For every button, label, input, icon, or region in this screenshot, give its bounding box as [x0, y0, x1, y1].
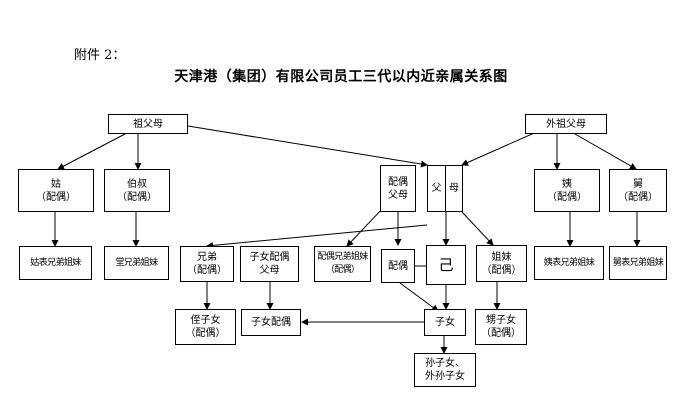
node-grandchildren-line2: 外孙子女 — [425, 371, 465, 382]
node-paternal-uncle: 伯叔 （配偶） — [104, 169, 170, 212]
chart-title: 天津港（集团）有限公司员工三代以内近亲属关系图 — [174, 69, 508, 85]
node-self: 己 — [426, 245, 466, 285]
arrow-parents-to-brothers — [206, 224, 428, 249]
node-maternal-uncle-cousins-label: 舅表兄弟姐妹 — [612, 257, 664, 268]
node-mother-label: 母 — [449, 183, 459, 194]
node-sisters-spouse: （配偶） — [481, 264, 522, 276]
arrow-maternal-grandparents-to-parents — [461, 129, 542, 166]
node-grandchildren: 孙子女、 外孙子女 — [414, 353, 476, 387]
node-brothers: 兄弟 （配偶） — [180, 246, 234, 282]
node-grandparents-label: 祖父母 — [133, 118, 163, 130]
arrow-spouse-parents-to-spouse-siblings — [346, 207, 384, 247]
node-father-label: 父 — [431, 183, 442, 194]
node-children-label: 子女 — [435, 317, 455, 328]
node-children-spouse-label: 子女配偶 — [251, 317, 291, 328]
node-paternal-aunt-cousins: 姑表兄弟姐妹 — [19, 246, 92, 280]
attachment-label: 附件 2： — [74, 48, 126, 63]
node-grandchildren-name: 孙子女、 — [425, 358, 465, 369]
node-nephews: 侄子女 （配偶） — [175, 309, 236, 345]
node-paternal-uncle-spouse: （配偶） — [117, 191, 157, 203]
node-maternal-grandparents: 外祖父母 — [525, 114, 607, 134]
node-children-spouse-parents: 子女配偶 父母 — [240, 246, 299, 282]
node-spouse: 配偶 — [381, 249, 415, 283]
node-paternal-aunt-name: 姑 — [51, 178, 61, 190]
arrow-grandparents-to-parents — [187, 125, 428, 168]
arrow-parents-to-sisters — [461, 211, 494, 246]
node-maternal-uncle-spouse: （配偶） — [618, 191, 658, 203]
node-brothers-spouse: （配偶） — [187, 265, 227, 276]
node-spouse-label: 配偶 — [388, 260, 408, 272]
node-sister-children: 甥子女 （配偶） — [475, 309, 527, 345]
node-nephews-name: 侄子女 — [190, 315, 221, 326]
node-spouse-parents-line2: 父母 — [388, 189, 408, 201]
node-self-label: 己 — [438, 255, 454, 274]
node-maternal-uncle-name: 舅 — [633, 178, 643, 190]
node-maternal-aunt-spouse: （配偶） — [547, 191, 587, 203]
node-sisters: 姐妹 （配偶） — [476, 245, 527, 282]
node-maternal-aunt: 姨 （配偶） — [534, 169, 600, 212]
node-paternal-aunt-spouse: （配偶） — [36, 191, 76, 203]
node-children-spouse: 子女配偶 — [241, 309, 301, 336]
node-paternal-uncle-name: 伯叔 — [127, 178, 147, 190]
arrow-spouse-to-children — [399, 282, 439, 312]
node-paternal-cousins-label: 堂兄弟姐妹 — [115, 257, 158, 268]
node-maternal-aunt-cousins: 姨表兄弟姐妹 — [534, 246, 604, 280]
node-paternal-aunt: 姑 （配偶） — [18, 169, 94, 212]
arrow-maternal-grandparents-to-uncle — [574, 133, 637, 170]
node-maternal-aunt-cousins-label: 姨表兄弟姐妹 — [543, 257, 595, 268]
node-spouse-siblings: 配偶兄弟姐妹 （配偶） — [314, 246, 371, 282]
node-spouse-siblings-spouse: （配偶） — [325, 265, 360, 275]
arrow-grandparents-to-aunt — [57, 133, 126, 170]
node-children: 子女 — [424, 309, 466, 336]
node-spouse-parents: 配偶 父母 — [380, 165, 416, 212]
node-children-spouse-parents-line2: 父母 — [259, 265, 280, 276]
node-paternal-cousins: 堂兄弟姐妹 — [104, 246, 169, 280]
node-spouse-parents-name: 配偶 — [388, 176, 408, 188]
node-children-spouse-parents-name: 子女配偶 — [249, 252, 290, 263]
node-sister-children-name: 甥子女 — [486, 315, 516, 326]
node-paternal-aunt-cousins-label: 姑表兄弟姐妹 — [30, 257, 81, 268]
node-grandparents: 祖父母 — [108, 114, 188, 134]
node-maternal-aunt-name: 姨 — [562, 178, 572, 190]
node-nephews-spouse: （配偶） — [185, 328, 226, 339]
node-sisters-name: 姐妹 — [491, 251, 512, 263]
node-spouse-siblings-name: 配偶兄弟姐妹 — [317, 252, 368, 262]
node-maternal-uncle: 舅 （配偶） — [609, 169, 667, 212]
node-father: 父 — [427, 165, 446, 212]
node-brothers-name: 兄弟 — [197, 252, 217, 263]
node-mother: 母 — [445, 165, 463, 212]
node-maternal-grandparents-label: 外祖父母 — [546, 118, 586, 130]
node-maternal-uncle-cousins: 舅表兄弟姐妹 — [609, 246, 667, 280]
node-sister-children-spouse: （配偶） — [481, 328, 521, 339]
